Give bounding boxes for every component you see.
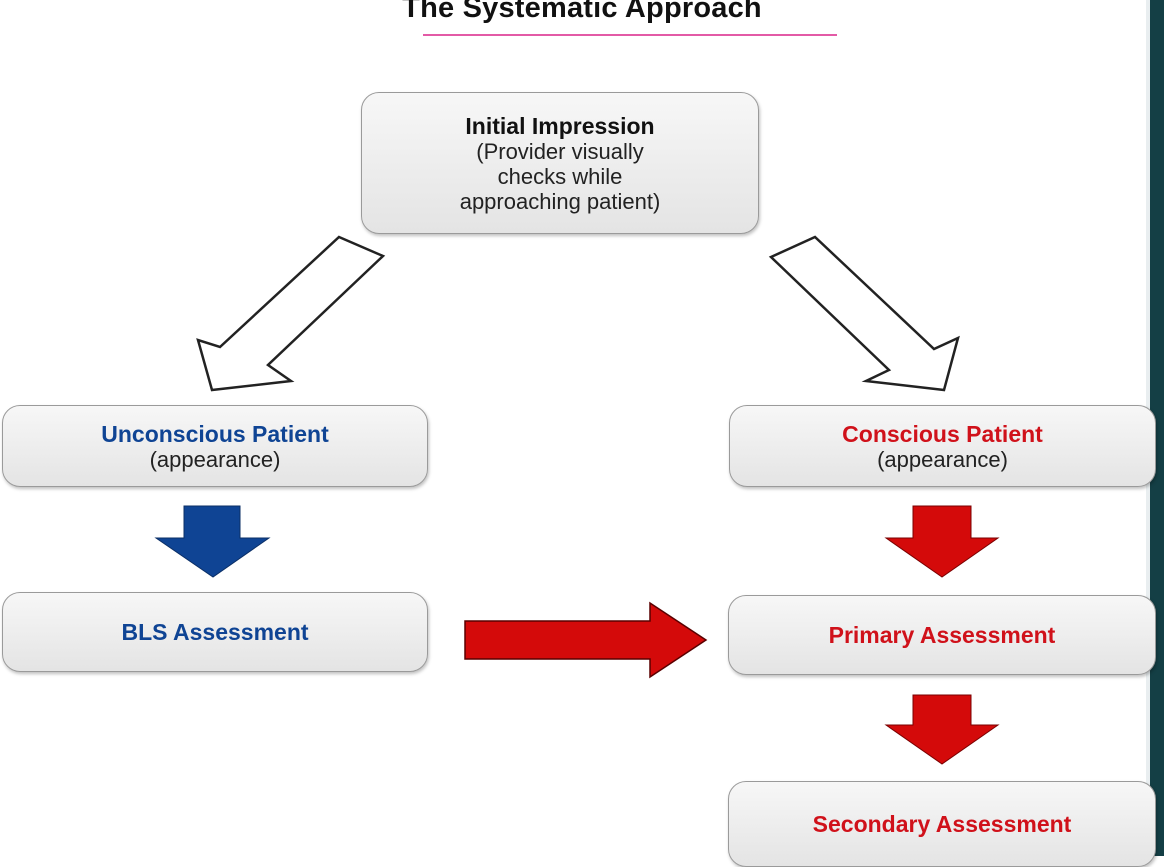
node-unconscious-patient: Unconscious Patient (appearance) [2, 405, 428, 487]
node-primary-title: Primary Assessment [828, 622, 1056, 648]
node-initial-line-3: approaching patient) [459, 188, 661, 214]
node-secondary-assessment: Secondary Assessment [728, 781, 1156, 867]
diagram-title: The Systematic Approach [402, 0, 762, 24]
node-primary-assessment: Primary Assessment [728, 595, 1156, 675]
node-conscious-patient: Conscious Patient (appearance) [729, 405, 1156, 487]
node-bls-assessment: BLS Assessment [2, 592, 428, 672]
node-initial-line-1: (Provider visually [476, 138, 644, 164]
arrow-initial-to-conscious [768, 235, 960, 392]
arrow-initial-to-unconscious [196, 235, 386, 392]
node-initial-title: Initial Impression [465, 112, 655, 139]
node-conscious-title: Conscious Patient [842, 420, 1043, 447]
arrow-conscious-to-primary [884, 505, 1000, 578]
node-bls-title: BLS Assessment [121, 619, 309, 645]
arrow-bls-to-primary [464, 601, 708, 679]
node-unconscious-subtitle: (appearance) [149, 446, 281, 472]
node-initial-line-2: checks while [497, 163, 623, 189]
title-underline [423, 34, 837, 36]
node-unconscious-title: Unconscious Patient [101, 420, 329, 447]
node-initial-impression: Initial Impression (Provider visually ch… [361, 92, 759, 234]
node-conscious-subtitle: (appearance) [877, 446, 1008, 472]
node-secondary-title: Secondary Assessment [812, 811, 1072, 837]
arrow-unconscious-to-bls [154, 505, 271, 578]
arrow-primary-to-secondary [884, 694, 1000, 765]
